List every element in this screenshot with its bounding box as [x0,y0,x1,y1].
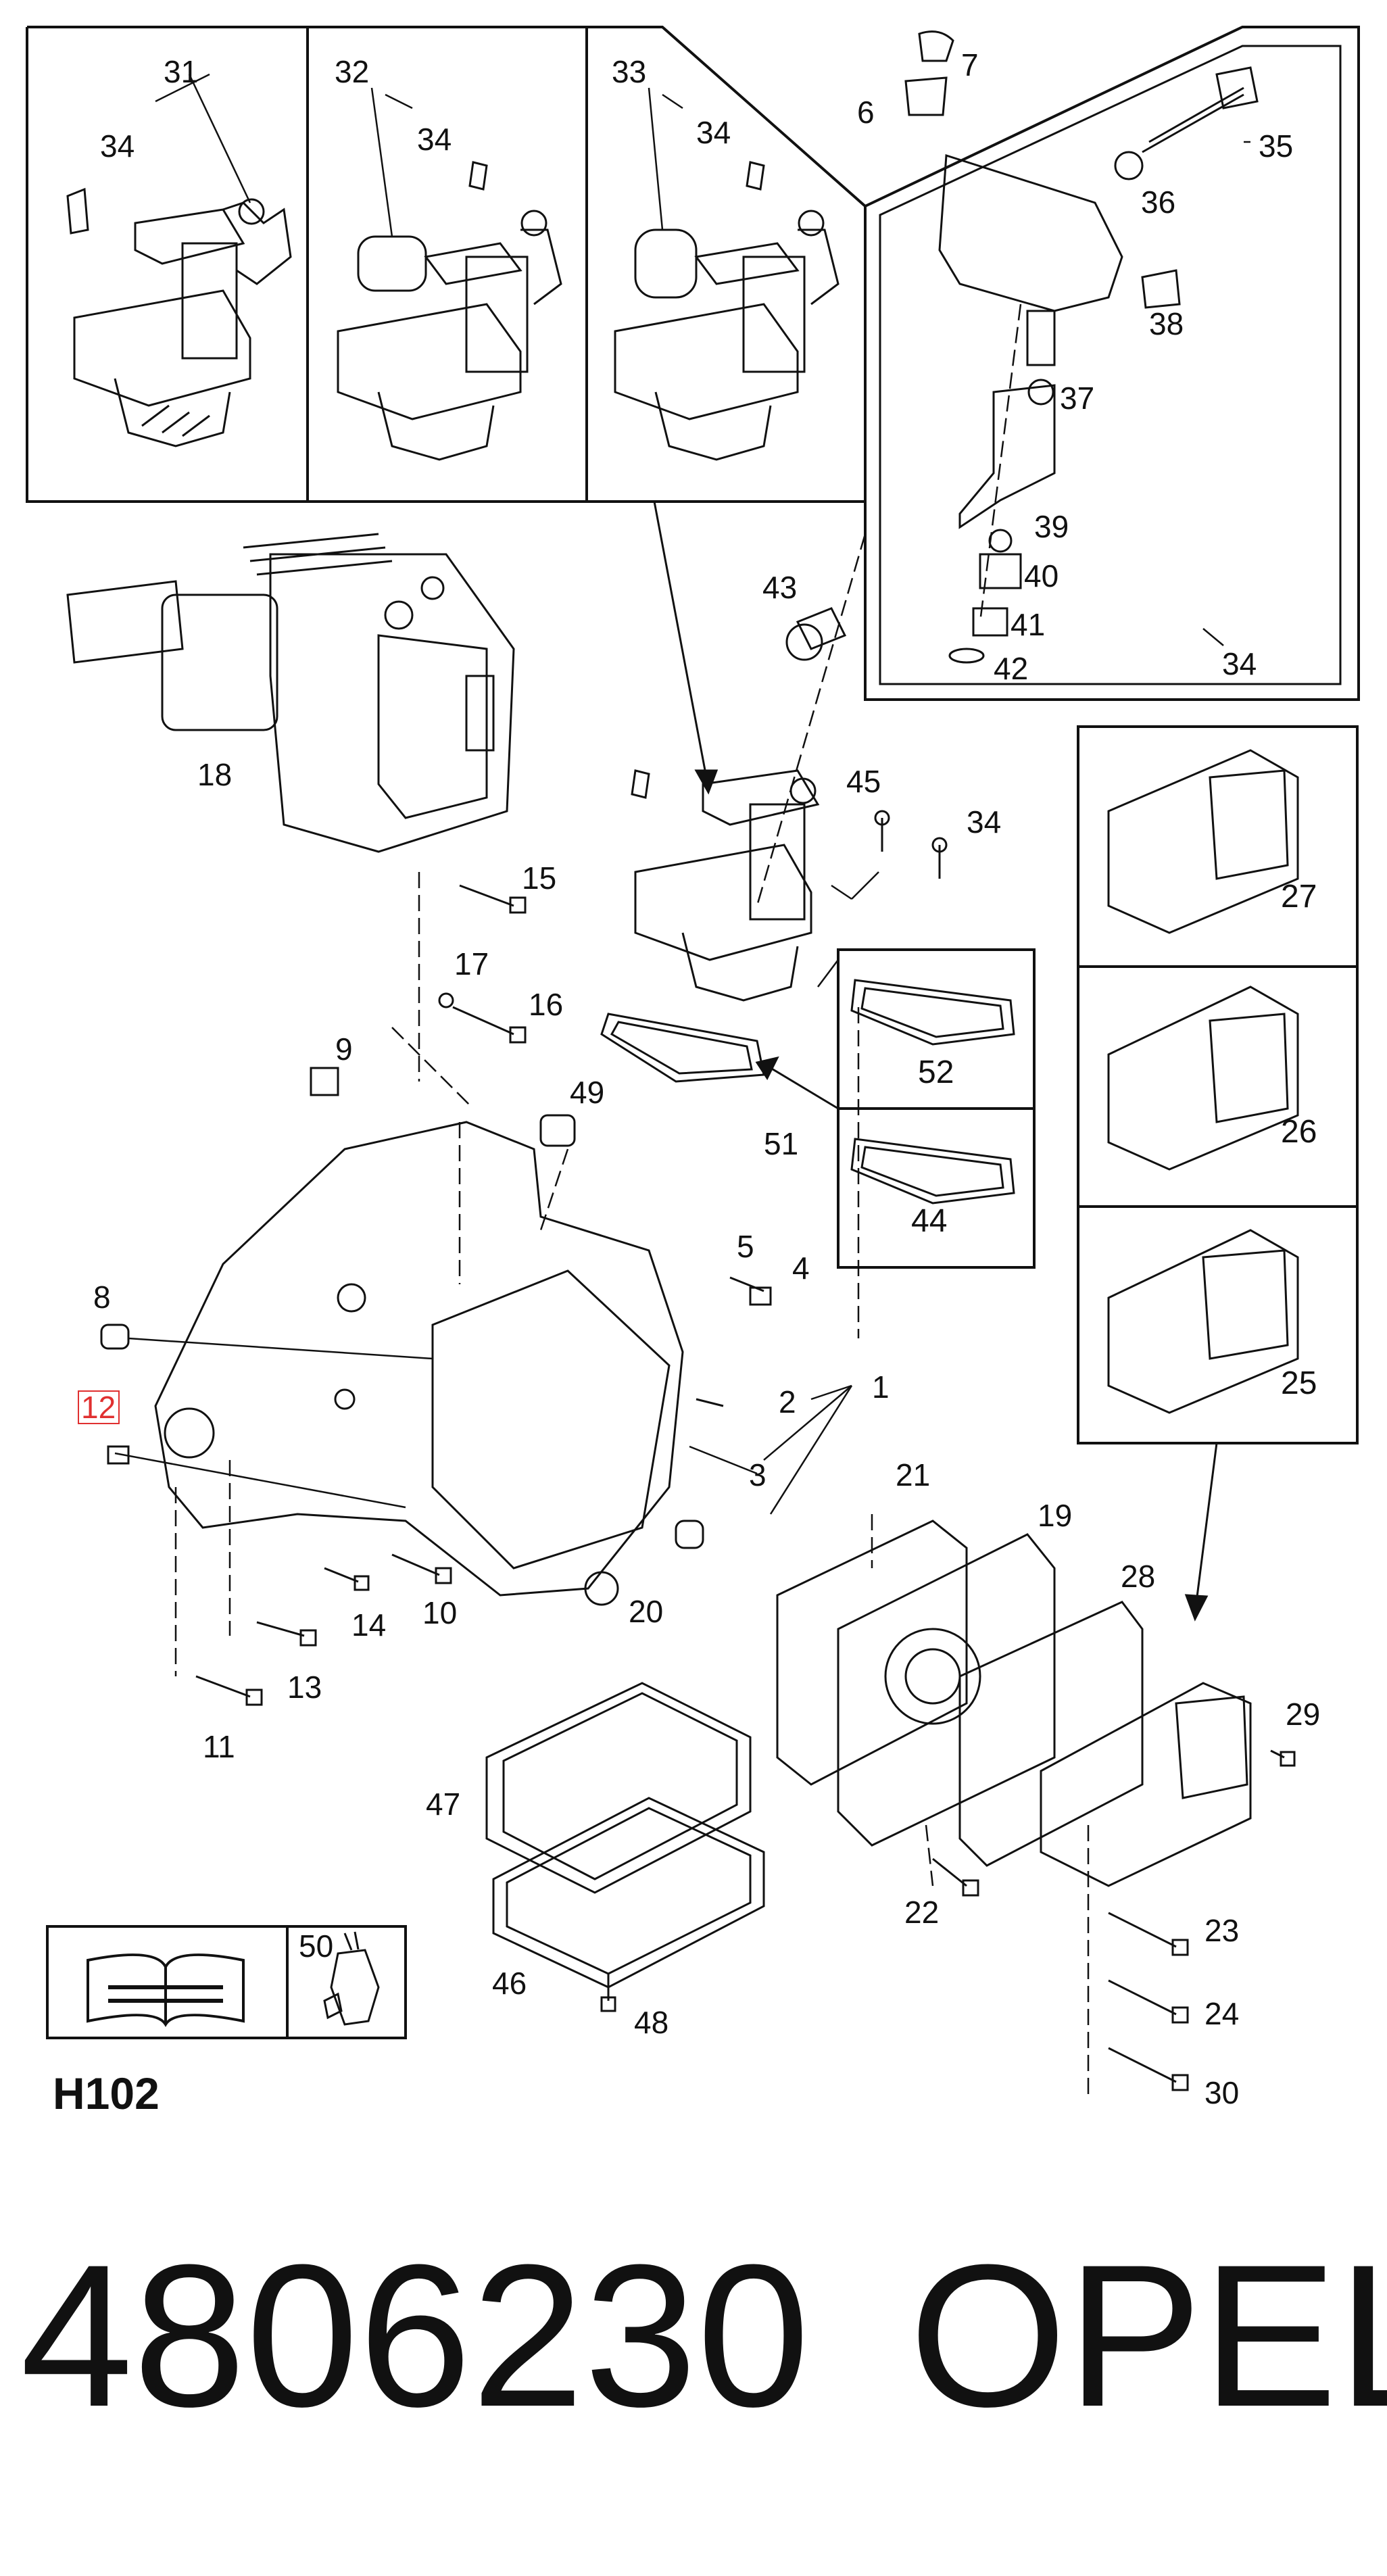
callout-13: 13 [287,1670,322,1705]
callout-49: 47 [426,1787,460,1822]
callout-2: 2 [779,1384,796,1419]
callout-24: 24 [1204,1996,1239,2031]
callout-22: 22 [904,1895,939,1930]
brand-name: OPEL [909,2222,1387,2449]
callout-42: 40 [1024,558,1058,593]
callout-3: 3 [749,1457,766,1492]
callout-21: 21 [896,1457,930,1492]
highlight-box-12 [78,1390,120,1424]
selector-detail [785,30,1259,664]
callout-30: 30 [1204,2075,1239,2110]
service-manual-icon [87,1953,245,2027]
callout-1: 1 [872,1369,890,1405]
callout-12: 12 [81,1390,116,1425]
callout-5: 5 [737,1229,754,1264]
transmission-housing [154,1121,684,1597]
bolts-and-fasteners [100,884,1296,2091]
callout-32: 32 [335,54,369,89]
callout-8: 8 [93,1280,111,1315]
callout-40: 38 [1149,306,1184,341]
callout-15: 15 [522,860,556,896]
callout-37: 35 [1259,128,1293,164]
inset-panel-variants [26,26,867,503]
callout-44: 42 [994,651,1028,686]
callout-51: 49 [570,1075,604,1110]
callout-29: 29 [1286,1697,1320,1732]
callout-48: 46 [492,1966,527,2001]
sealant-tube-icon [323,1931,380,2026]
callout-36: 34 [1222,646,1257,681]
callout-50: 48 [634,2005,668,2040]
callout-43: 41 [1011,607,1045,642]
cover-27 [1107,749,1299,934]
callout-9: 9 [335,1031,353,1067]
gearbox-assembly-18 [66,533,515,853]
callout-23: 23 [1204,1913,1239,1948]
callout-34b: 34 [417,122,452,157]
callout-10: 10 [422,1595,457,1630]
callout-35: 34 [967,804,1001,840]
callout-34c: 34 [696,115,731,150]
leader-lines [114,73,1250,1515]
end-cover-28 [958,1601,1252,1887]
callout-54: 52 [918,1054,954,1090]
intermediate-housing-21 [776,1520,1056,1847]
diagram-code: H102 [53,2068,160,2118]
callout-labels: 31 34 32 34 33 34 6 7 35 36 38 37 39 40 … [53,47,1320,2118]
callout-27: 27 [1281,879,1317,915]
callout-6: 6 [857,95,875,130]
callout-53: 51 [764,1126,798,1161]
gasket-54 [850,979,1015,1046]
arrows [653,501,1218,1622]
callout-26: 26 [1281,1114,1317,1150]
callout-41: 39 [1034,509,1069,544]
callout-16: 16 [529,987,563,1022]
callout-14: 14 [351,1607,386,1643]
callout-52: 50 [299,1928,333,1964]
cover-variant-boxes [1077,725,1359,1444]
dashed-leader-lines [174,303,1090,2095]
callout-45: 43 [762,570,797,605]
callout-7: 7 [961,47,979,82]
info-box [46,1925,407,2039]
callout-19: 19 [1038,1498,1072,1533]
cover-25 [1107,1229,1299,1414]
shift-mechanism-variant-31 [66,187,292,447]
callout-34a: 34 [100,128,135,164]
callout-18: 18 [197,757,232,792]
callout-31: 31 [164,54,198,89]
callout-28: 28 [1121,1559,1155,1594]
gasket-46 [850,1138,1015,1205]
callout-4: 4 [792,1250,810,1286]
callout-17: 17 [454,946,489,981]
callout-38: 36 [1141,185,1175,220]
callout-33: 33 [612,54,646,89]
callout-11: 11 [203,1729,235,1764]
callout-39: 37 [1060,381,1094,416]
oil-pan-49 [485,1682,752,1894]
callout-46: 44 [911,1203,947,1239]
shift-mechanism-variant-32 [337,161,562,461]
gasket-53 [600,1013,765,1083]
inset-panel-selector [864,26,1360,701]
callout-25: 25 [1281,1365,1317,1401]
exploded-parts-diagram: 31 34 32 34 33 34 6 7 35 36 38 37 39 40 … [26,26,1360,2118]
shift-mechanism-center [631,769,948,1002]
shift-mechanism-variant-33 [614,161,840,461]
callout-47: 45 [846,764,881,799]
part-number: 4806230 [20,2222,810,2449]
oil-pan-gasket-48 [492,1797,765,1989]
callout-20: 20 [629,1594,663,1629]
cover-26 [1107,986,1299,1171]
